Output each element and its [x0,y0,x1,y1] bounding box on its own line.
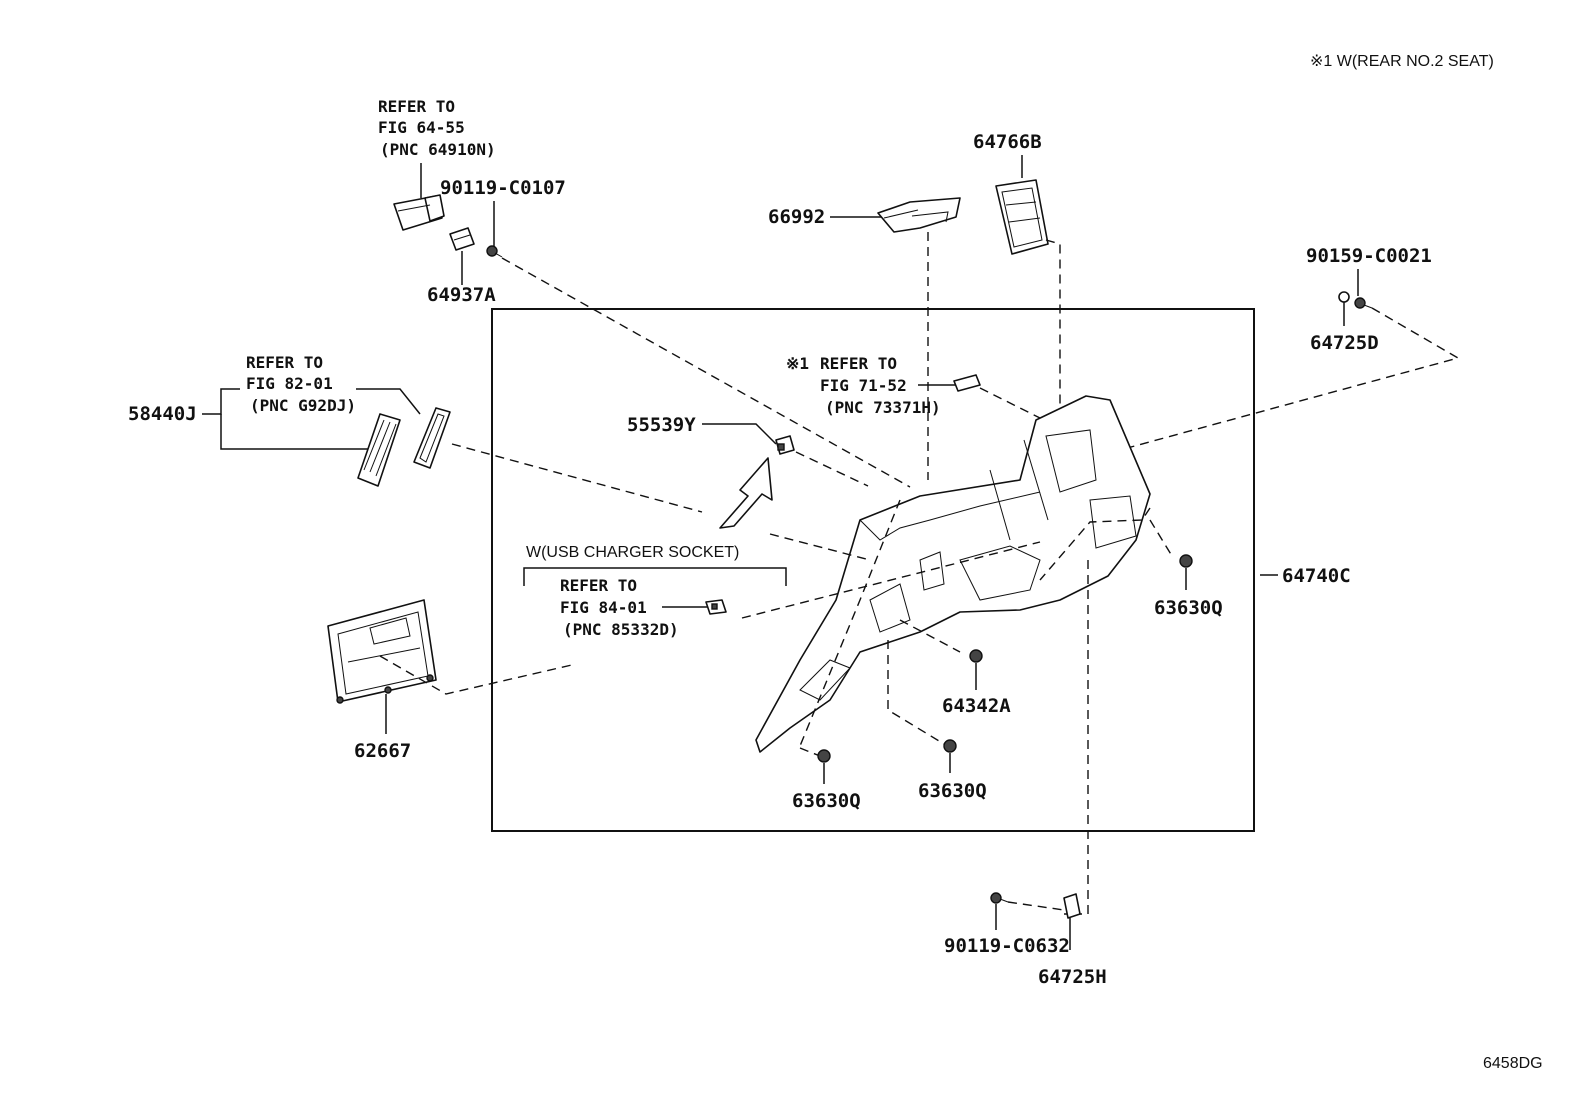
clip-icon [817,749,831,763]
ref-71-52-line3: (PNC 73371H) [825,398,941,417]
arrow-icon [719,457,773,529]
ref-84-01-line3: (PNC 85332D) [563,620,679,639]
label-90159-c0021: 90159-C0021 [1306,245,1432,267]
label-66992: 66992 [768,206,825,228]
label-64725d: 64725D [1310,332,1379,354]
label-63630q-right: 63630Q [1154,597,1223,619]
grille-icon [357,413,401,487]
clip-icon [449,227,475,251]
ref-64-55-line1: REFER TO [378,97,455,116]
quarter-trim-panel [755,395,1151,753]
label-63630q-center: 63630Q [918,780,987,802]
ref-fig-64-55: REFER TO FIG 64-55 (PNC 64910N) [378,97,496,198]
clip-icon [1179,554,1193,568]
label-64342a: 64342A [942,695,1011,717]
usb-socket-caption: W(USB CHARGER SOCKET) [526,544,739,561]
clip-icon [953,374,981,392]
grille-icon [413,407,451,469]
ref-fig-84-01: W(USB CHARGER SOCKET) REFER TO FIG 84-01… [523,544,787,639]
screw-icon [990,892,1009,904]
ref-84-01-line1: REFER TO [560,576,637,595]
label-62667: 62667 [354,740,411,762]
grab-handle-icon [393,194,445,231]
label-64937a: 64937A [427,284,496,306]
ref-71-52-line2: FIG 71-52 [820,376,907,395]
ref-82-01-line3: (PNC G92DJ) [250,396,356,415]
ref-71-52-line1: REFER TO [820,354,897,373]
ref-84-01-line2: FIG 84-01 [560,598,647,617]
assembly-frame [491,308,1255,832]
ref-64-55-line2: FIG 64-55 [378,118,465,137]
clip-icon [1338,291,1350,303]
bracket-icon [1063,893,1081,919]
clip-icon [969,649,983,663]
ref-82-01-line2: FIG 82-01 [246,374,333,393]
label-90119-c0107: 90119-C0107 [440,177,566,199]
ref-71-52-marker: ※1 [786,354,809,373]
ref-64-55-line3: (PNC 64910N) [380,140,496,159]
screw-icon [486,245,503,258]
label-58440j: 58440J [128,403,197,425]
bracket-icon [877,197,961,233]
label-64766b: 64766B [973,131,1042,153]
label-63630q-left: 63630Q [792,790,861,812]
usb-socket-icon [705,599,727,615]
bolt-icon [1354,297,1373,309]
label-64725h: 64725H [1038,966,1107,988]
side-pocket-panel [327,599,437,704]
ref-fig-71-52: ※1 REFER TO FIG 71-52 (PNC 73371H) [786,354,956,417]
label-64740c: 64740C [1282,565,1351,587]
clip-icon [943,739,957,753]
label-55539y: 55539Y [627,414,696,436]
panel-icon [995,179,1049,255]
label-90119-c0632: 90119-C0632 [944,935,1070,957]
header-note: ※1 W(REAR NO.2 SEAT) [1310,53,1494,70]
ref-82-01-line1: REFER TO [246,353,323,372]
ref-fig-82-01: REFER TO FIG 82-01 (PNC G92DJ) [246,353,356,415]
figure-code: 6458DG [1483,1055,1543,1072]
clip-icon [775,435,795,455]
